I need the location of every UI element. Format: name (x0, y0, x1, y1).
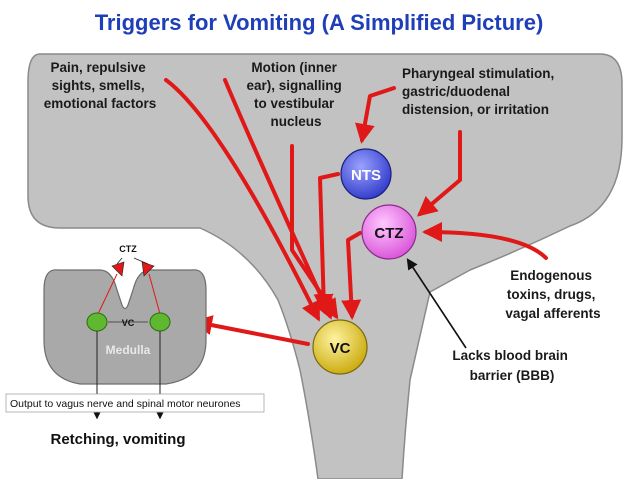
page-title: Triggers for Vomiting (A Simplified Pict… (95, 10, 544, 35)
bbb-note: Lacks blood brain barrier (BBB) (452, 348, 571, 383)
arrow-pain-to-vc (164, 78, 320, 322)
inset-ctz-label: CTZ (119, 244, 137, 254)
vc-label: VC (330, 340, 351, 357)
arrow-nts-to-vc (313, 172, 340, 314)
arrow-pharyngeal-to-nts (355, 86, 396, 144)
arrow-vc-to-inset (192, 315, 310, 346)
inset-vc-right (149, 312, 171, 332)
output-caption: Output to vagus nerve and spinal motor n… (10, 398, 241, 410)
trigger-endogenous-label: Endogenous toxins, drugs, vagal afferent… (505, 268, 600, 321)
inset-medulla-label: Medulla (106, 343, 151, 357)
ctz-label: CTZ (374, 225, 403, 242)
output-caption-box (5, 393, 265, 413)
arrow-bbb-to-ctz (406, 258, 467, 349)
arrow-motion-to-vc (223, 78, 333, 320)
medulla-cross-section (43, 269, 207, 385)
arrow-gastric-to-ctz (416, 130, 462, 217)
trigger-pharyngeal-label: Pharyngeal stimulation, gastric/duodenal… (402, 66, 558, 117)
brain-silhouette (27, 53, 623, 479)
ctz-node: CTZ (361, 204, 417, 260)
vc-node: VC (312, 319, 368, 375)
trigger-pain-label: Pain, repulsive sights, smells, emotiona… (44, 60, 157, 111)
pathway-arrows (164, 78, 548, 346)
nts-label: NTS (351, 167, 381, 184)
outcome-label: Retching, vomiting (51, 431, 186, 448)
trigger-motion-label: Motion (inner ear), signalling to vestib… (246, 60, 345, 129)
arrow-ctz-to-vc (341, 231, 362, 320)
nts-node: NTS (340, 148, 392, 200)
arrow-endogenous-to-ctz (422, 222, 548, 260)
inset-vc-left (86, 312, 108, 332)
inset-ctz-left (111, 261, 125, 277)
inset-vc-label: VC (122, 318, 135, 328)
medulla-inset: CTZ VC Medulla (43, 244, 207, 420)
